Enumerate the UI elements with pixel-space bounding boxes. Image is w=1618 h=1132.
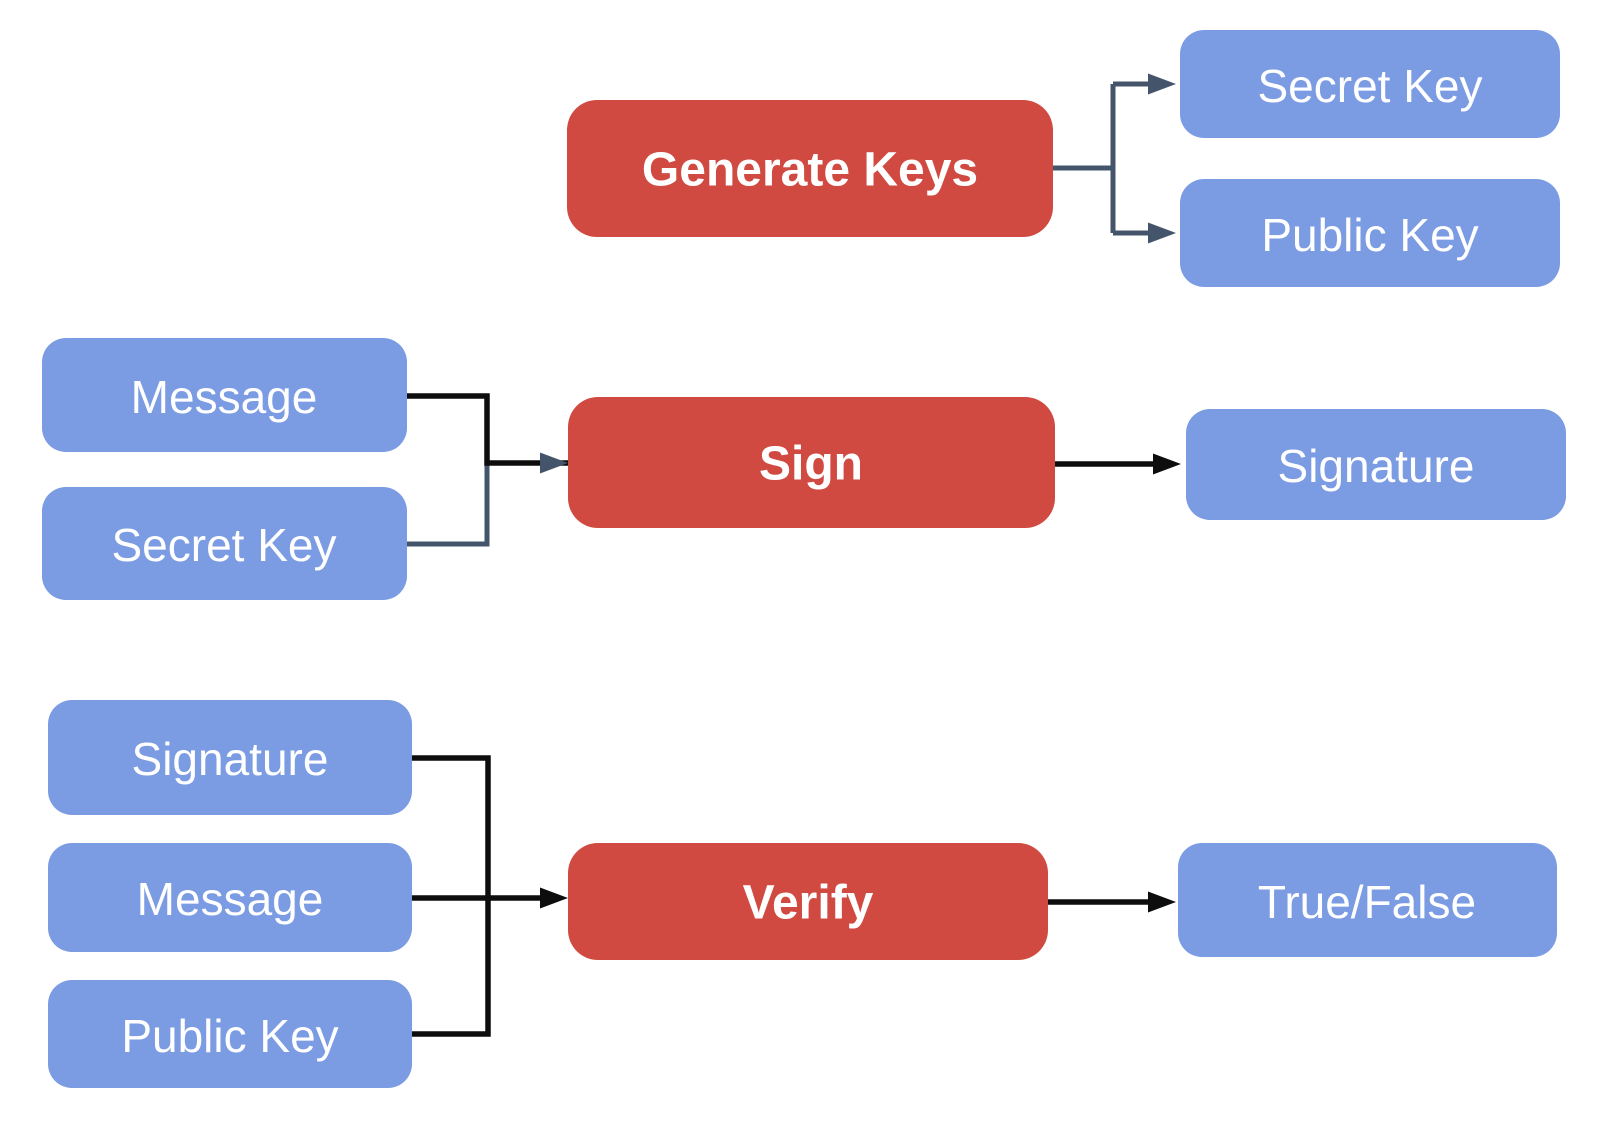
arrowhead-sign-input bbox=[540, 452, 568, 474]
message-verify-input-label: Message bbox=[137, 873, 324, 925]
node-signature-output: Signature bbox=[1186, 409, 1566, 520]
signature-output-label: Signature bbox=[1278, 440, 1475, 492]
signature-verify-input-box bbox=[48, 700, 412, 815]
node-signature-verify-input: Signature bbox=[48, 700, 412, 815]
edge-sign-to-signature bbox=[1055, 453, 1181, 475]
node-public-key-output: Public Key bbox=[1180, 179, 1560, 287]
edge-message-to-sign bbox=[407, 393, 568, 474]
true-false-output-label: True/False bbox=[1258, 876, 1476, 928]
signature-output-box bbox=[1186, 409, 1566, 520]
edge-signature-to-verify-line bbox=[412, 755, 491, 898]
node-generate-keys: Generate Keys bbox=[567, 100, 1053, 237]
node-public-key-verify-input: Public Key bbox=[48, 980, 412, 1088]
public-key-output-label: Public Key bbox=[1261, 209, 1478, 261]
edge-message-to-sign-line bbox=[407, 393, 568, 466]
node-message-verify-input: Message bbox=[48, 843, 412, 952]
edge-generate-keys-branch bbox=[1053, 73, 1176, 244]
generate-keys-box bbox=[567, 100, 1053, 237]
node-verify: Verify bbox=[568, 843, 1048, 960]
message-sign-input-label: Message bbox=[131, 371, 318, 423]
arrowhead-public-key-input bbox=[1148, 222, 1176, 244]
public-key-verify-input-label: Public Key bbox=[121, 1010, 338, 1062]
sign-box bbox=[568, 397, 1055, 528]
edge-signature-to-verify bbox=[412, 755, 491, 898]
verify-label: Verify bbox=[743, 877, 874, 930]
arrowhead-secret-key-input bbox=[1148, 73, 1176, 95]
arrowhead-true-false-input bbox=[1148, 891, 1176, 913]
message-sign-input-box bbox=[42, 338, 407, 452]
node-message-sign-input: Message bbox=[42, 338, 407, 452]
node-sign: Sign bbox=[568, 397, 1055, 528]
edge-generate-keys-line bbox=[1053, 81, 1148, 236]
secret-key-output-label: Secret Key bbox=[1258, 60, 1483, 112]
public-key-output-box bbox=[1180, 179, 1560, 287]
arrowhead-signature-input bbox=[1153, 453, 1181, 475]
node-secret-key-sign-input: Secret Key bbox=[42, 487, 407, 600]
edge-public-key-to-verify bbox=[412, 898, 491, 1037]
edge-message-to-verify bbox=[412, 887, 568, 909]
secret-key-sign-input-label: Secret Key bbox=[112, 519, 337, 571]
secret-key-output-box bbox=[1180, 30, 1560, 138]
edge-secret-key-to-sign bbox=[407, 463, 490, 547]
edge-secret-key-to-sign-line bbox=[407, 463, 490, 547]
edge-verify-to-true-false bbox=[1048, 891, 1176, 913]
verify-box bbox=[568, 843, 1048, 960]
node-secret-key-output: Secret Key bbox=[1180, 30, 1560, 138]
true-false-output-box bbox=[1178, 843, 1557, 957]
node-true-false-output: True/False bbox=[1178, 843, 1557, 957]
message-verify-input-box bbox=[48, 843, 412, 952]
generate-keys-label: Generate Keys bbox=[642, 144, 978, 197]
arrowhead-verify-input bbox=[540, 887, 568, 909]
signature-verify-input-label: Signature bbox=[132, 733, 329, 785]
secret-key-sign-input-box bbox=[42, 487, 407, 600]
sign-label: Sign bbox=[759, 438, 863, 491]
edge-public-key-to-verify-line bbox=[412, 898, 491, 1037]
public-key-verify-input-box bbox=[48, 980, 412, 1088]
